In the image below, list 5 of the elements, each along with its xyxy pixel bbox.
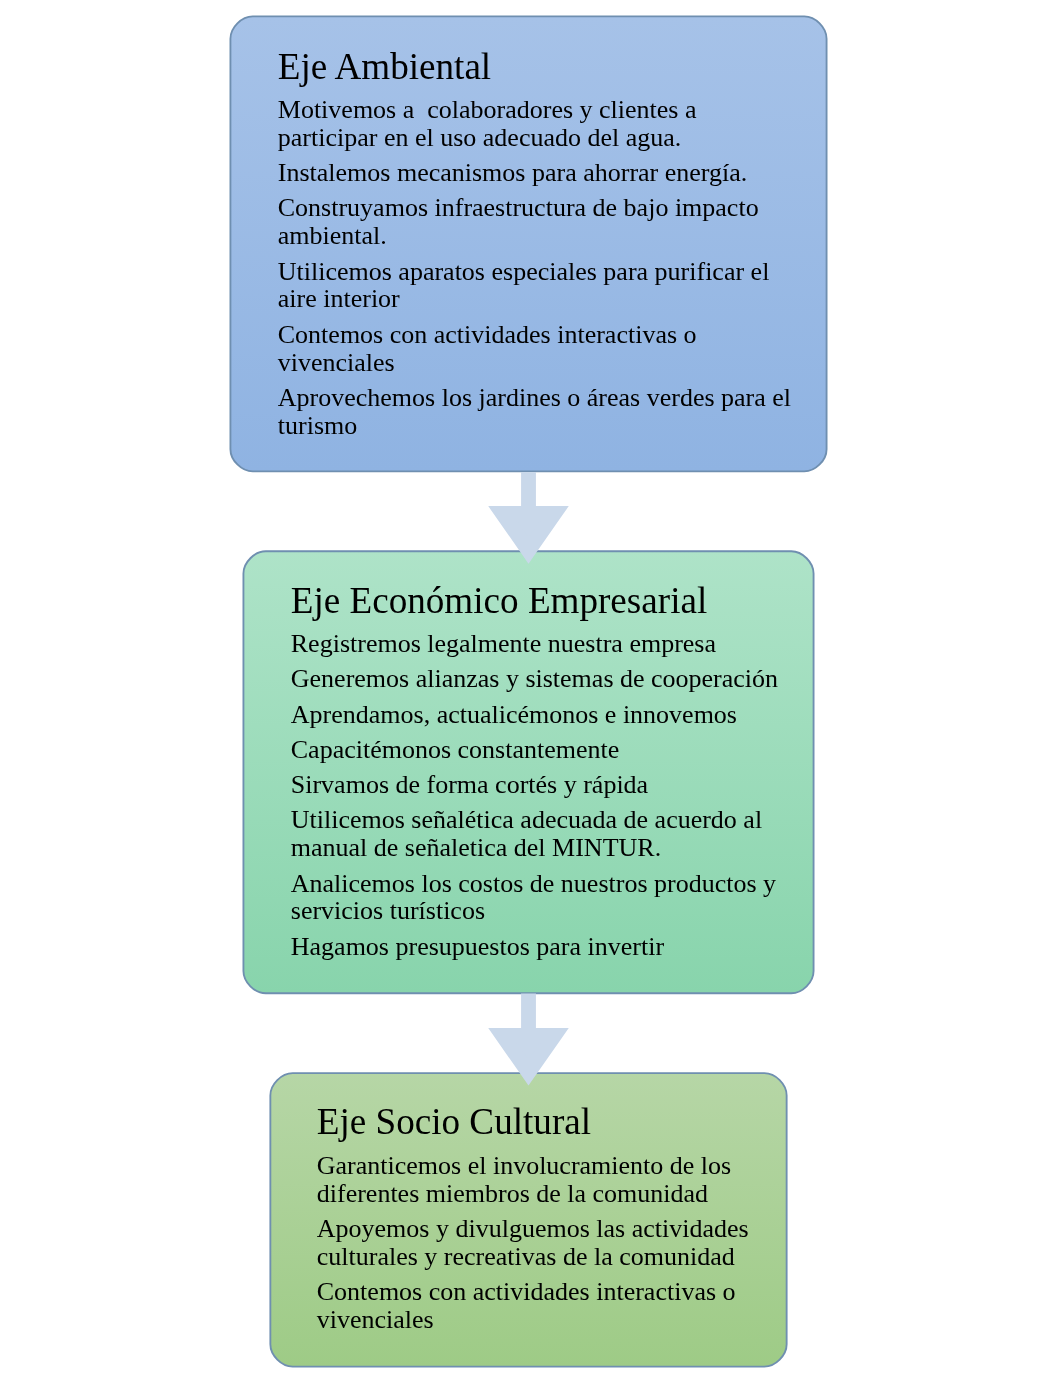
node-box: Eje Económico Empresarial Registremos legalmente nuestra empresa Generemos alianzas y sistemas de cooperación Aprendamos, actualicémonos e innovemos Capacitémonos constantemente Sirvamos de forma cortés y rápida Utilicemos señalética adecuada de acuerdo al manual de señaletica del MINTUR. Analicemos los costos de nuestros productos y servicios turísticos Hagamos presupuestos para invertir: [242, 550, 815, 995]
arrow: [488, 472, 569, 564]
node-box: Eje Socio Cultural Garanticemos el involucramiento de los diferentes miembros de la comunidad Apoyemos y divulguemos las actividades culturales y recreativas de la comunidad Contemos con actividades interactivas o vivenciales: [269, 1072, 788, 1368]
node-box: Eje Ambiental Motivemos a colaboradores y clientes a participar en el uso adecuado del agua. Instalemos mecanismos para ahorrar energía. Construyamos infraestructura de bajo impacto ambiental. Utilicemos aparatos especiales para purificar el aire interior Contemos con actividades interactivas o vivenciales Aprovechemos los jardines o áreas verdes para el turismo: [229, 15, 828, 473]
arrow: [488, 993, 569, 1086]
